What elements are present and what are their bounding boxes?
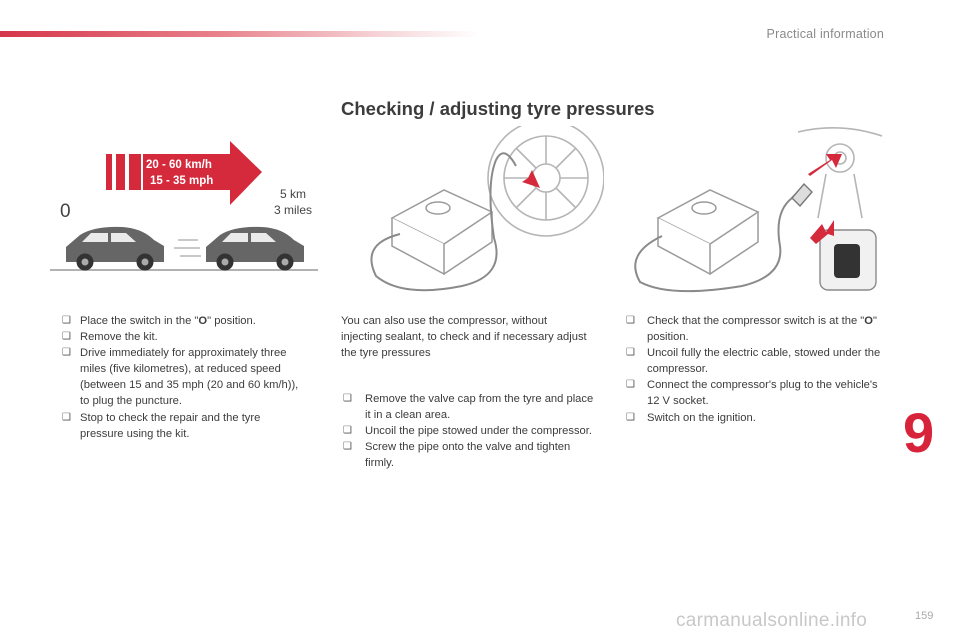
checkbox-bullet-icon: ❑ <box>62 315 71 326</box>
electric-steps-column: ❑Check that the compressor switch is at … <box>626 313 888 426</box>
plug-icon <box>791 182 813 208</box>
speed-stripe <box>129 154 141 190</box>
header-accent-bar <box>0 31 480 37</box>
distance-km-label: 5 km <box>280 187 306 201</box>
pipe-steps-column: ❑Remove the valve cap from the tyre and … <box>343 391 595 471</box>
page-number: 159 <box>915 610 934 622</box>
compressor-tyre-illustration <box>370 126 604 292</box>
list-item: ❑Switch on the ignition. <box>626 410 888 426</box>
distance-miles-label: 3 miles <box>274 203 312 217</box>
compressor-icon <box>656 189 760 276</box>
list-item: ❑Uncoil fully the electric cable, stowed… <box>626 347 881 376</box>
motion-lines-icon <box>174 239 201 257</box>
start-label: 0 <box>60 201 71 222</box>
checkbox-bullet-icon: ❑ <box>626 379 635 391</box>
speed-stripe <box>106 154 112 190</box>
compressor-intro-paragraph: You can also use the compressor, without… <box>341 315 587 360</box>
list-item: ❑Connect the compressor's plug to the ve… <box>626 379 878 408</box>
list-item: ❑Uncoil the pipe stowed under the compre… <box>343 423 595 439</box>
list-item: ❑Place the switch in the "O" position. <box>62 313 302 329</box>
repair-steps-list: ❑Place the switch in the "O" position. ❑… <box>62 313 302 442</box>
compressor-socket-illustration <box>634 127 883 293</box>
list-item: ❑Remove the valve cap from the tyre and … <box>343 393 594 422</box>
checkbox-bullet-icon: ❑ <box>626 347 635 359</box>
repair-steps-column: ❑Place the switch in the "O" position. ❑… <box>62 313 302 442</box>
checkbox-bullet-icon: ❑ <box>62 411 71 423</box>
pipe-steps-list: ❑Remove the valve cap from the tyre and … <box>343 391 595 471</box>
list-item: ❑Screw the pipe onto the valve and tight… <box>343 441 571 470</box>
tyre-valve-detail <box>810 220 877 291</box>
chapter-number: 9 <box>903 401 935 464</box>
checkbox-bullet-icon: ❑ <box>62 347 71 359</box>
list-item: ❑Check that the compressor switch is at … <box>626 315 877 344</box>
speed-stripe <box>116 154 125 190</box>
connect-arrow-icon <box>512 162 540 188</box>
speed-mph-label: 15 - 35 mph <box>150 175 213 187</box>
section-header: Practical information <box>766 27 884 41</box>
electric-steps-list: ❑Check that the compressor switch is at … <box>626 313 888 426</box>
compressor-icon <box>390 189 494 276</box>
list-item: ❑Remove the kit. <box>62 329 302 345</box>
watermark: carmanualsonline.info <box>676 610 868 631</box>
valve-arrow-icon <box>810 220 834 244</box>
wheel-icon <box>487 126 604 237</box>
car-icon <box>66 226 164 271</box>
power-cable <box>634 189 801 293</box>
car-icon <box>206 226 304 271</box>
speed-kmh-label: 20 - 60 km/h <box>146 159 212 171</box>
list-item: ❑Drive immediately for approximately thr… <box>62 347 299 408</box>
checkbox-bullet-icon: ❑ <box>343 441 352 453</box>
list-item: ❑Stop to check the repair and the tyre p… <box>62 411 261 440</box>
socket-icon <box>797 127 883 219</box>
speed-arrow <box>143 141 262 205</box>
air-pipe <box>370 152 517 292</box>
checkbox-bullet-icon: ❑ <box>343 425 352 437</box>
checkbox-bullet-icon: ❑ <box>626 315 635 326</box>
speed-distance-illustration: 20 - 60 km/h 15 - 35 mph 0 5 km 3 miles <box>50 141 318 271</box>
page-title: Checking / adjusting tyre pressures <box>341 98 655 119</box>
checkbox-bullet-icon: ❑ <box>62 331 71 343</box>
checkbox-bullet-icon: ❑ <box>626 411 635 423</box>
checkbox-bullet-icon: ❑ <box>343 393 352 404</box>
insert-arrow-icon <box>808 154 842 176</box>
